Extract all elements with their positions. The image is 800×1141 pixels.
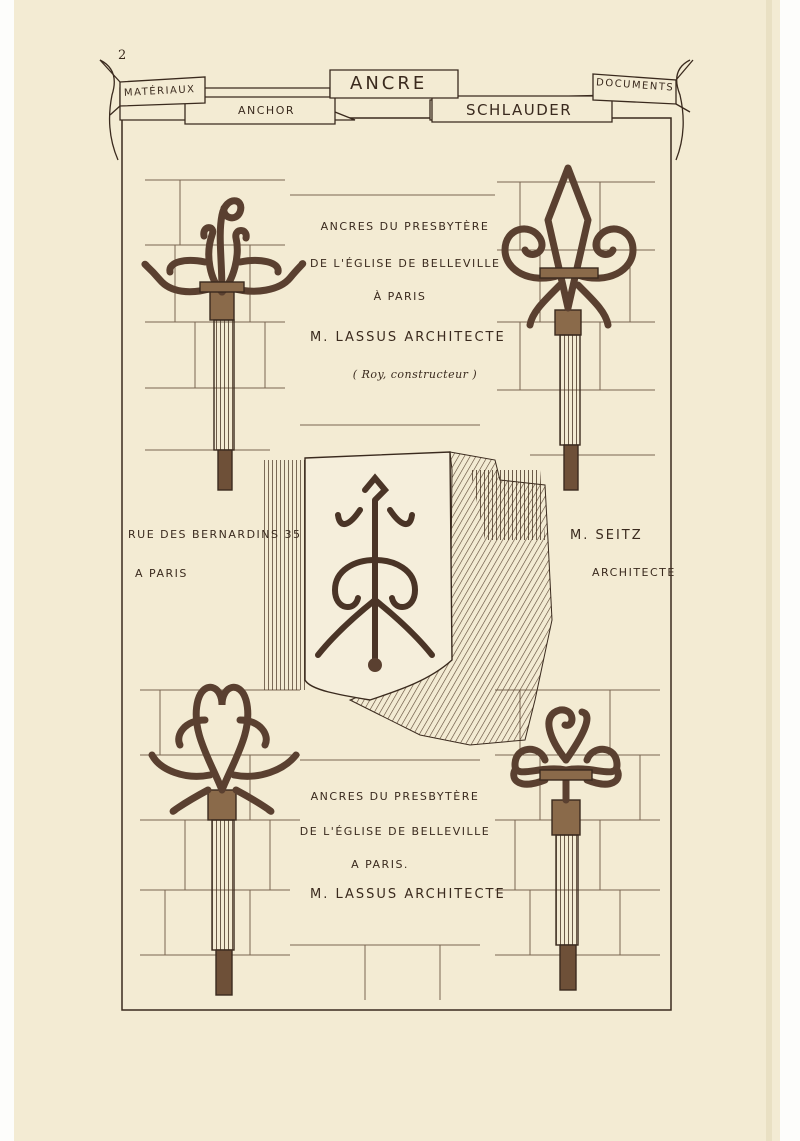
caption-middle-right-line2: ARCHITECTE bbox=[592, 566, 676, 579]
plate-frame bbox=[121, 117, 672, 1011]
caption-middle-right-line1: M. SEITZ bbox=[570, 528, 643, 543]
caption-bottom-line1: ANCRES DU PRESBYTÈRE bbox=[310, 790, 480, 803]
page-number: 2 bbox=[118, 48, 127, 63]
caption-bottom-line4: M. LASSUS ARCHITECTE bbox=[310, 887, 506, 902]
banner-subtitle-right: SCHLAUDER bbox=[466, 101, 573, 119]
anchor-bottom-right bbox=[510, 706, 622, 991]
anchor-bottom-left bbox=[148, 684, 300, 996]
caption-middle-left-line1: RUE DES BERNARDINS 35 bbox=[128, 528, 302, 541]
banner-subtitle-left: ANCHOR bbox=[238, 104, 296, 117]
page-edge bbox=[766, 0, 772, 1141]
caption-middle-left-line2: A PARIS bbox=[135, 567, 188, 580]
banner-title: ANCRE bbox=[350, 73, 428, 94]
caption-top-line4: M. LASSUS ARCHITECTE bbox=[310, 330, 506, 345]
caption-bottom-line3: A PARIS. bbox=[351, 858, 409, 871]
anchor-top-right bbox=[501, 164, 637, 491]
caption-top-line3: À PARIS bbox=[373, 290, 427, 303]
caption-top-line1: ANCRES DU PRESBYTÈRE bbox=[320, 220, 490, 233]
anchor-center-shield bbox=[262, 451, 553, 746]
title-banner bbox=[99, 59, 694, 161]
caption-top-line5: ( Roy, constructeur ) bbox=[352, 368, 478, 381]
anchor-top-left bbox=[141, 197, 307, 491]
caption-top-line2: DE L'ÉGLISE DE BELLEVILLE bbox=[310, 257, 501, 270]
caption-bottom-line2: DE L'ÉGLISE DE BELLEVILLE bbox=[299, 825, 491, 838]
